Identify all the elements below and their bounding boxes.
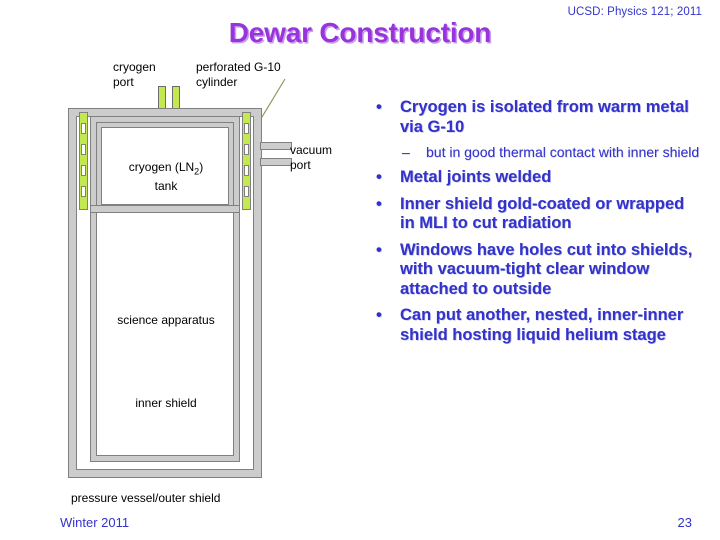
bullet-text: Inner shield gold-coated or wrapped in M… bbox=[400, 194, 685, 233]
label-cryogen-port: cryogen port bbox=[113, 60, 156, 89]
bullet-item: • Can put another, nested, inner-inner s… bbox=[372, 306, 702, 345]
bullet-marker: • bbox=[376, 194, 382, 213]
label-cryogen-tank-subscript: 2 bbox=[194, 166, 200, 177]
g10-perforation bbox=[81, 144, 86, 155]
label-perforated-g10-cylinder: perforated G-10 cylinder bbox=[196, 60, 281, 89]
label-inner-shield: inner shield bbox=[135, 396, 197, 410]
bullet-item: • Cryogen is isolated from warm metal vi… bbox=[372, 98, 702, 137]
g10-cylinder-left bbox=[79, 112, 88, 210]
label-pressure-vessel: pressure vessel/outer shield bbox=[71, 491, 221, 505]
bullet-item: • Inner shield gold-coated or wrapped in… bbox=[372, 195, 702, 234]
bullet-item: • Metal joints welded bbox=[372, 168, 702, 188]
bullet-text: Windows have holes cut into shields, wit… bbox=[400, 240, 693, 298]
g10-perforation bbox=[81, 165, 86, 176]
g10-perforation bbox=[81, 123, 86, 134]
label-cryogen-tank-text: cryogen (LN bbox=[128, 160, 195, 174]
page-title: Dewar Construction bbox=[228, 17, 492, 48]
course-header: UCSD: Physics 121; 2011 bbox=[567, 6, 702, 18]
g10-perforation bbox=[244, 144, 249, 155]
footer-term: Winter 2011 bbox=[60, 515, 130, 530]
bullet-marker: • bbox=[376, 240, 382, 259]
bullet-marker: • bbox=[376, 306, 382, 324]
g10-perforation bbox=[244, 186, 249, 197]
g10-perforation bbox=[244, 165, 249, 176]
sub-bullet-marker: – bbox=[402, 144, 410, 160]
sub-bullet-item: – but in good thermal contact with inner… bbox=[372, 144, 702, 161]
sub-bullet-text: but in good thermal contact with inner s… bbox=[426, 144, 700, 160]
footer-slide-number: 23 bbox=[677, 515, 692, 530]
label-cryogen-tank: cryogen (LN2) tank bbox=[96, 160, 236, 194]
dewar-diagram: cryogen port perforated G-10 cylinder va… bbox=[68, 60, 333, 505]
label-cryogen-tank-paren: ) bbox=[199, 160, 204, 174]
vacuum-port-tube-lower bbox=[260, 158, 292, 166]
bullet-text: Cryogen is isolated from warm metal via … bbox=[400, 98, 689, 136]
g10-perforation bbox=[81, 186, 86, 197]
bullet-list: • Cryogen is isolated from warm metal vi… bbox=[372, 98, 702, 352]
bullet-marker: • bbox=[376, 98, 382, 116]
bullet-marker: • bbox=[376, 168, 382, 186]
cryogen-tank-interior bbox=[101, 127, 229, 205]
bullet-text: Metal joints welded bbox=[400, 168, 552, 186]
cryogen-tank-floor bbox=[90, 205, 240, 213]
vacuum-port-tube-upper bbox=[260, 142, 292, 150]
g10-cylinder-right bbox=[242, 112, 251, 210]
label-science-apparatus: science apparatus bbox=[117, 313, 215, 327]
bullet-text: Can put another, nested, inner-inner shi… bbox=[400, 306, 684, 344]
label-cryogen-tank-line2: tank bbox=[154, 179, 178, 194]
label-vacuum-port: vacuum port bbox=[290, 143, 333, 172]
bullet-item: • Windows have holes cut into shields, w… bbox=[372, 241, 702, 300]
g10-perforation bbox=[244, 123, 249, 134]
